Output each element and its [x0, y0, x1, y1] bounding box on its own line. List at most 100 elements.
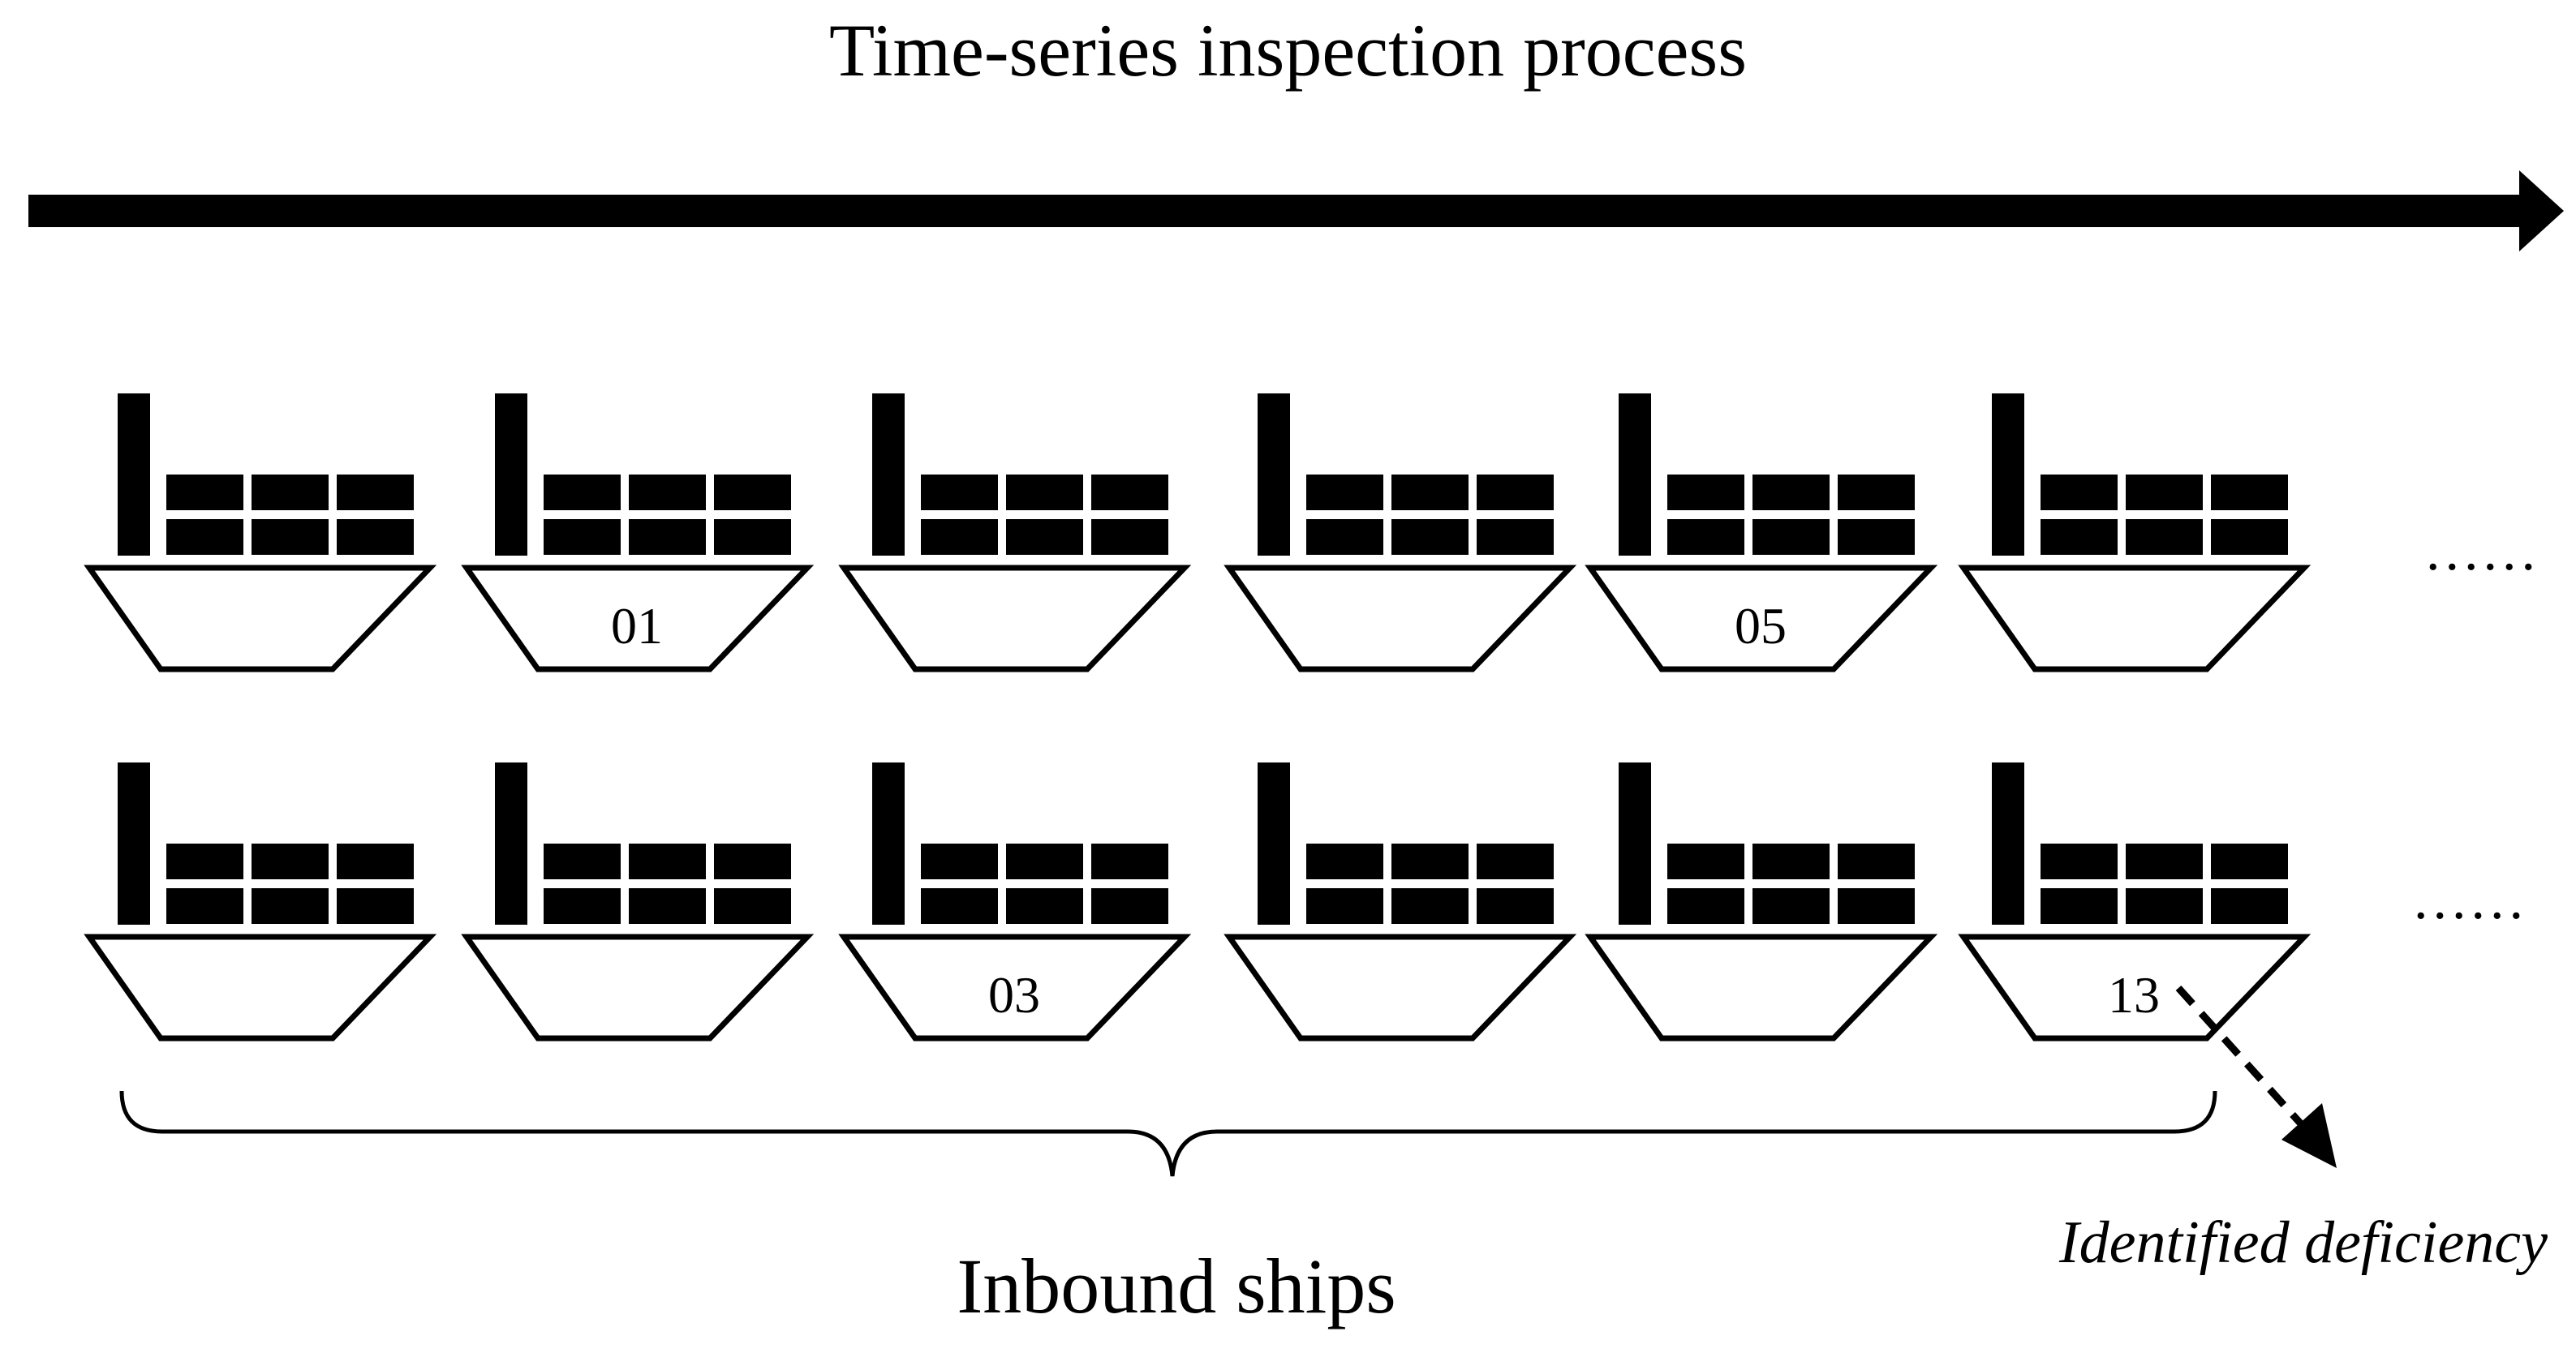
ship-container — [2041, 888, 2118, 924]
ship-container — [1667, 888, 1744, 924]
ship-container — [1752, 844, 1830, 879]
group-label: Inbound ships — [957, 1243, 1396, 1329]
ship-hull — [838, 565, 1192, 672]
ship-container — [252, 844, 329, 879]
ship-hull — [1223, 565, 1577, 672]
ship-container — [1477, 475, 1554, 510]
ship-funnel — [1619, 393, 1651, 556]
ship-id-label: 01 — [611, 597, 663, 655]
ship-icon: 01 — [461, 393, 815, 672]
ship-container — [1306, 888, 1383, 924]
ship-container — [2126, 475, 2203, 510]
ship-container — [1391, 888, 1469, 924]
ship-container — [337, 475, 414, 510]
ship-container — [714, 475, 791, 510]
ship-container — [337, 844, 414, 879]
ship-container — [544, 844, 621, 879]
ship-container — [1477, 519, 1554, 555]
ship-icon — [1223, 762, 1577, 1042]
ship-funnel — [495, 393, 527, 556]
ship-container — [1006, 475, 1083, 510]
ship-hull — [84, 565, 437, 672]
ship-container — [166, 844, 243, 879]
ship-container — [2211, 519, 2288, 555]
ship-container — [1091, 475, 1168, 510]
ship-container — [1838, 519, 1915, 555]
ships-layer: 01 05 03 13 — [84, 393, 2312, 1042]
ship-container — [1838, 475, 1915, 510]
ship-funnel — [1258, 393, 1290, 556]
curly-brace — [119, 1090, 2217, 1177]
ship-icon — [84, 762, 437, 1042]
ship-container — [1391, 475, 1469, 510]
ship-icon: 03 — [838, 762, 1192, 1042]
ship-hull — [461, 565, 815, 672]
ship-container — [1091, 844, 1168, 879]
ship-container — [252, 888, 329, 924]
row-1-continuation: ...... — [2426, 520, 2540, 582]
ship-container — [714, 888, 791, 924]
row-2-continuation: ...... — [2414, 869, 2528, 931]
ship-container — [1306, 519, 1383, 555]
ship-hull — [461, 934, 815, 1042]
ship-container — [337, 888, 414, 924]
ship-container — [1838, 844, 1915, 879]
ship-hull — [1223, 934, 1577, 1042]
ship-funnel — [495, 762, 527, 925]
ship-funnel — [1258, 762, 1290, 925]
ship-container — [1091, 519, 1168, 555]
ship-container — [544, 475, 621, 510]
ship-funnel — [118, 393, 150, 556]
ship-container — [1006, 519, 1083, 555]
ship-container — [544, 519, 621, 555]
ship-container — [629, 844, 706, 879]
ship-hull — [1958, 934, 2312, 1042]
ship-funnel — [1992, 393, 2024, 556]
ship-container — [1667, 475, 1744, 510]
ship-icon — [1958, 393, 2312, 672]
ship-container — [1391, 844, 1469, 879]
ship-container — [166, 475, 243, 510]
ship-container — [921, 844, 998, 879]
deficiency-callout-arrow — [2175, 985, 2337, 1168]
ship-container — [1667, 519, 1744, 555]
ship-icon — [1223, 393, 1577, 672]
ship-icon: 13 — [1958, 762, 2312, 1042]
ship-hull — [838, 934, 1192, 1042]
ship-hull — [1585, 934, 1938, 1042]
timeline-arrow — [28, 170, 2564, 251]
ship-container — [2126, 844, 2203, 879]
ship-container — [1006, 888, 1083, 924]
ship-container — [2211, 475, 2288, 510]
ship-container — [1752, 888, 1830, 924]
ship-container — [629, 475, 706, 510]
ship-container — [1006, 844, 1083, 879]
ship-icon: 05 — [1585, 393, 1938, 672]
ship-container — [337, 519, 414, 555]
ship-hull — [84, 934, 437, 1042]
ship-container — [2126, 519, 2203, 555]
ship-container — [1306, 844, 1383, 879]
ship-container — [1091, 888, 1168, 924]
ship-funnel — [118, 762, 150, 925]
ship-container — [2126, 888, 2203, 924]
ship-container — [714, 519, 791, 555]
ship-funnel — [872, 393, 905, 556]
ship-container — [629, 888, 706, 924]
ship-container — [166, 888, 243, 924]
ship-icon — [84, 393, 437, 672]
ship-id-label: 05 — [1735, 597, 1787, 655]
ship-container — [2041, 475, 2118, 510]
callout-label: Identified deficiency — [2059, 1209, 2548, 1276]
diagram-title: Time-series inspection process — [828, 9, 1748, 92]
ship-icon — [461, 762, 815, 1042]
ship-container — [2041, 519, 2118, 555]
ship-container — [1752, 475, 1830, 510]
ship-container — [1477, 844, 1554, 879]
ship-container — [1838, 888, 1915, 924]
ship-container — [252, 475, 329, 510]
ship-container — [629, 519, 706, 555]
ship-icon — [838, 393, 1192, 672]
ship-container — [544, 888, 621, 924]
ship-hull — [1585, 565, 1938, 672]
